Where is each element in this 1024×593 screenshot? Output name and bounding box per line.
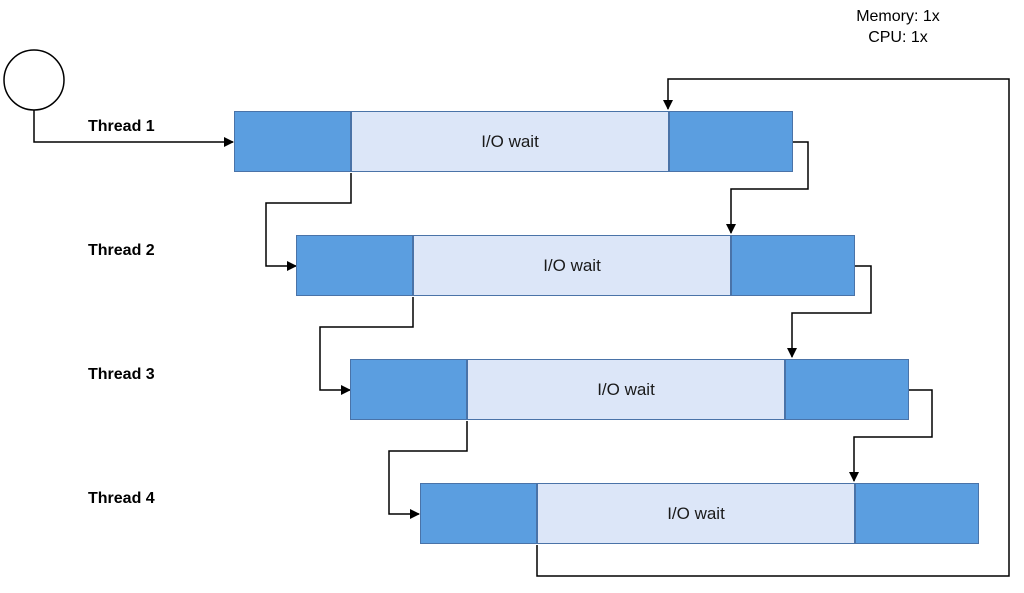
thread-1-cpu-block-2 <box>669 111 793 172</box>
arrow-thread-1-to-thread-2-cpu <box>726 141 809 234</box>
thread-3-cpu-block-2 <box>785 359 909 420</box>
arrow-thread-2-to-thread-3 <box>319 297 414 395</box>
cpu-label: CPU: 1x <box>868 29 928 46</box>
thread-1-io-wait: I/O wait <box>351 111 669 172</box>
thread-2-io-wait: I/O wait <box>413 235 731 296</box>
arrow-start-to-thread-1 <box>33 110 234 147</box>
thread-label-4: Thread 4 <box>88 490 155 507</box>
thread-4-cpu-block-2 <box>855 483 979 544</box>
thread-4-io-wait: I/O wait <box>537 483 855 544</box>
thread-1-timeline: I/O wait <box>234 111 793 172</box>
thread-3-cpu-block <box>350 359 467 420</box>
thread-4-cpu-block <box>420 483 537 544</box>
thread-1-cpu-block <box>234 111 351 172</box>
thread-2-cpu-block-2 <box>731 235 855 296</box>
thread-4-timeline: I/O wait <box>420 483 979 544</box>
arrow-thread-1-to-thread-2 <box>265 173 352 271</box>
arrow-thread-4-loop-to-thread-1 <box>536 78 1010 577</box>
thread-2-timeline: I/O wait <box>296 235 855 296</box>
arrow-thread-3-to-thread-4-cpu <box>849 389 933 482</box>
thread-3-io-wait: I/O wait <box>467 359 785 420</box>
thread-label-3: Thread 3 <box>88 366 155 383</box>
arrow-thread-2-to-thread-3-cpu <box>787 265 872 358</box>
thread-label-1: Thread 1 <box>88 118 155 135</box>
arrow-thread-3-to-thread-4 <box>388 421 468 519</box>
thread-2-cpu-block <box>296 235 413 296</box>
thread-3-timeline: I/O wait <box>350 359 909 420</box>
resource-info: Memory: 1x CPU: 1x <box>838 6 958 48</box>
start-circle-icon <box>3 49 65 111</box>
memory-label: Memory: 1x <box>856 8 940 25</box>
thread-label-2: Thread 2 <box>88 242 155 259</box>
